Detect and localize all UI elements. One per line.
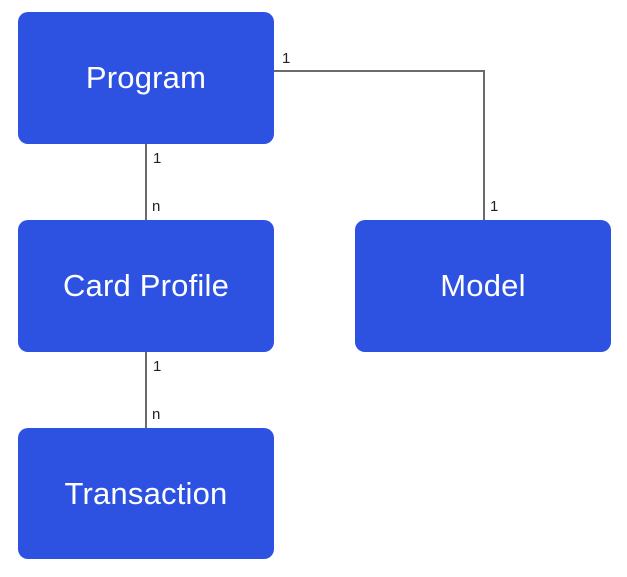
cardinality-program-model-model-end: 1	[490, 198, 499, 215]
connector-program-model	[274, 70, 485, 220]
entity-transaction-label: Transaction	[64, 475, 228, 511]
entity-model[interactable]: Model	[355, 220, 611, 352]
cardinality-program-model-program-end: 1	[282, 50, 291, 67]
cardinality-card-profile-transaction-transaction-end: n	[152, 406, 161, 423]
entity-program[interactable]: Program	[18, 12, 274, 144]
cardinality-program-card-profile-program-end: 1	[153, 150, 162, 167]
entity-program-label: Program	[85, 60, 207, 95]
entity-model-label: Model	[440, 268, 526, 303]
entity-card-profile-label: Card Profile	[62, 268, 230, 303]
entity-card-profile[interactable]: Card Profile	[18, 220, 274, 352]
entity-transaction[interactable]: Transaction	[18, 428, 274, 559]
cardinality-card-profile-transaction-card-end: 1	[153, 358, 162, 375]
cardinality-program-card-profile-card-end: n	[152, 198, 161, 215]
